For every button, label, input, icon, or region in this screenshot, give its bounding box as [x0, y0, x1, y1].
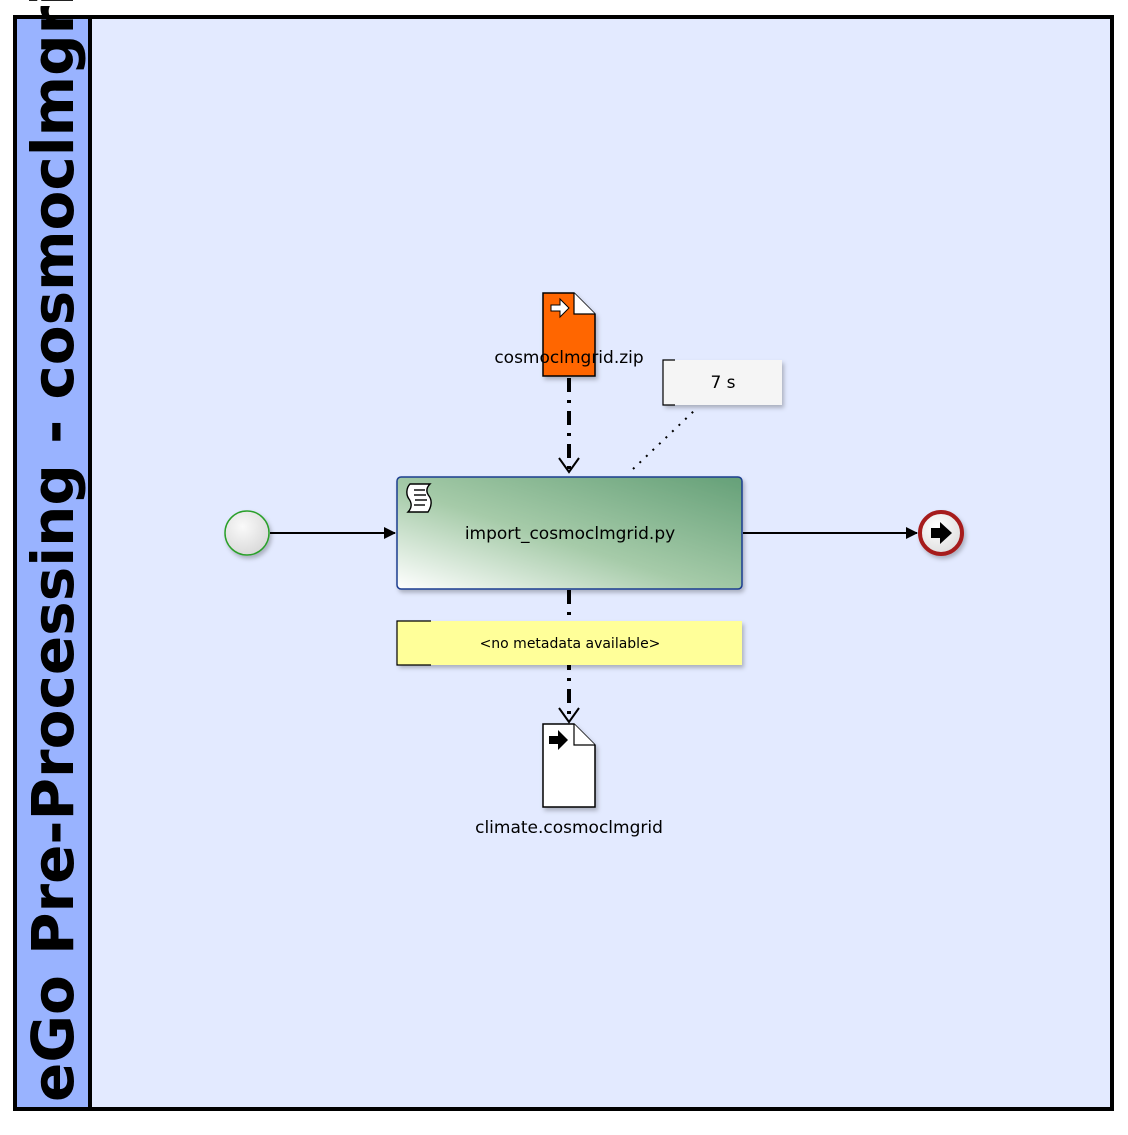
- task-label: import_cosmoclmgrid.py: [465, 524, 675, 544]
- pool: eGo Pre-Processing - cosmoclmgrid: [13, 0, 1114, 1111]
- task-import-script[interactable]: import_cosmoclmgrid.py: [396, 476, 743, 590]
- end-event[interactable]: [918, 510, 964, 556]
- output-data-object[interactable]: climate.cosmoclmgrid: [475, 723, 663, 838]
- end-arrow-icon: [931, 522, 952, 544]
- script-icon: [406, 483, 432, 513]
- data-association-input: [558, 378, 580, 474]
- pool-title: eGo Pre-Processing - cosmoclmgrid: [19, 0, 87, 1102]
- input-data-label: cosmoclmgrid.zip: [494, 348, 643, 368]
- input-arrow-icon: [550, 297, 570, 319]
- metadata-text: <no metadata available>: [480, 636, 661, 652]
- output-arrow-icon: [549, 730, 568, 750]
- duration-text: 7 s: [710, 373, 735, 393]
- duration-annotation: 7 s: [662, 359, 782, 406]
- lane-header: [13, 15, 92, 1111]
- input-data-object[interactable]: cosmoclmgrid.zip: [494, 292, 644, 377]
- output-data-label: climate.cosmoclmgrid: [475, 818, 663, 838]
- metadata-annotation: <no metadata available>: [396, 620, 742, 666]
- start-event[interactable]: [224, 510, 270, 556]
